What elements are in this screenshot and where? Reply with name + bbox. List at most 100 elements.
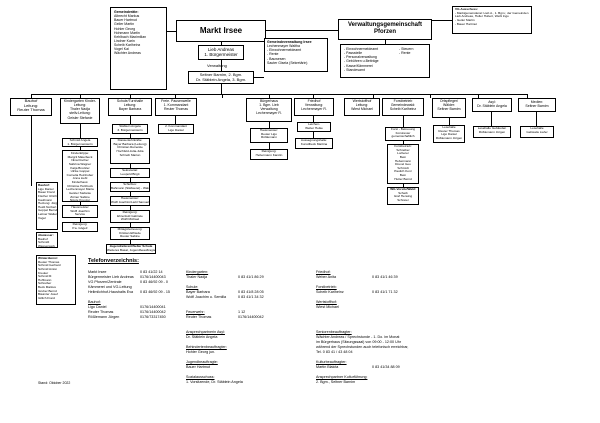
bauhof-staff-0: Ligo Daniel (38, 186, 54, 191)
phone1-number-9: 0176/73317450 (140, 315, 166, 319)
deputy-line-0: Seltner Barnim, 2. Bgm. (199, 72, 243, 77)
abwasser-staff-1: Schmidt (38, 240, 50, 245)
abwasser-box: Abwasser: BauhofSchmidtWasserwerkReuter … (36, 232, 58, 248)
forst-staff-2: Lorberer (397, 151, 409, 156)
gvi-title: Gemeindeverwaltung Irsee (267, 40, 312, 44)
phone3-label-12: Seniorenbeauftragter: (316, 330, 352, 334)
council-member-4: Hohmann Martin (114, 30, 140, 35)
phone2-row-12: Ansprechpartnerin Asyl: (186, 330, 243, 335)
phone2-label-19: Bauer Hartmut (186, 365, 210, 369)
kiga-staff-9: Christine Holzbock (67, 183, 93, 188)
phone1-label-9: Rößlemann Jürgen (88, 315, 120, 319)
forst-sub-box: Forst - Betreuung Forstrevier gemeinscha… (385, 127, 421, 141)
council-member-7: Scheib Karlheinz (114, 43, 141, 47)
forstbetrieb-box: Forstbetrieb Gemeindewald: Scheib Karlhe… (382, 98, 424, 116)
gvi-line-3: - Bauwesen (267, 56, 286, 61)
vg-service-5: - Standesamt (344, 67, 365, 72)
freie-sub-box: 2. Kommandant Ligo Daniel (158, 124, 194, 134)
phone2-row-19: Bauer Hartmut (186, 365, 243, 370)
forst-staff-1: Schreiber (396, 147, 410, 152)
vg-services-box: - Einwohnermeldeamt- Passstelle- Persona… (340, 44, 430, 78)
phone1-label-7: Ligo Daniel (88, 305, 107, 309)
buergerhaus-box: Bürgerhaus 1. Bgm. Lieb Verwaltung Leche… (246, 98, 292, 122)
phone3-label-13: Wächter Andreas / Sprechstunde - 1. Do. … (316, 335, 400, 339)
kiga-staff-5: Ulrike Goppel (70, 169, 90, 174)
phone1-number-2: 0 83 46/92 09 - 0 (140, 280, 168, 284)
mittagsbetreuung-box: Mittagsbetreuung: Kristian Elfriede Reut… (110, 227, 150, 240)
phone3-row-21: Ansprechpartner Kulturführung: (316, 375, 408, 380)
vg-ausschuss-line-0: - Marktgemeinderat: Lieb A., 1. Bgm.; de… (455, 10, 529, 15)
winter-staff-6: Schreiber (38, 281, 52, 286)
bauhof-line-0: Bauhof (24, 98, 38, 103)
phone1-label-0: Markt Irsee (88, 270, 107, 274)
gvi-line-1: - Einwohnermeldeamt (267, 48, 302, 53)
mayor-box: Lieb Andreas 1. Bürgermeister (198, 45, 244, 60)
bauhof-staff-8: Vogel (38, 215, 46, 220)
phone2-label-18: Jugendbeauftragte: (186, 360, 218, 364)
phone3-row-0: Friedhof: (316, 270, 408, 275)
vg-ausschuss-line-3: - Bauer Hartmut (455, 21, 478, 26)
phone1-label-8: Reuter Thomas (88, 310, 114, 314)
mayor-line-1: 1. Bürgermeister (204, 52, 238, 58)
bauhof-staff-3: Kaufmann (38, 197, 53, 202)
phone1-row-3: Kämmerei und VG-Leitung (88, 285, 134, 290)
phone3-row-12: Seniorenbeauftragter: (316, 330, 408, 335)
phone2-label-13: Dr. Stäblein Angela (186, 335, 218, 339)
sekretariat-box: Sekretariat: Leopold Birgit (110, 168, 150, 178)
bauhof-staff-title: Bauhof: (38, 183, 50, 187)
kiga-staff-8: Kinderhaus: (71, 180, 89, 185)
phone3-label-21: Ansprechpartner Kulturführung: (316, 375, 368, 379)
phone2-row-0: Kindergarten: (186, 270, 243, 275)
schule-box: Schule/Turnhalle Leitung: Bayer Barbara (108, 98, 152, 116)
vg-ausschuss-title: VG-Ausschuss: (455, 7, 479, 11)
phone3-number-1: 0 83 41/1 46 39 (372, 275, 398, 279)
buergerhaus-sub2-box: Reinigung: Hebermann Karolin (250, 149, 288, 160)
abwasser-list: BauhofSchmidtWasserwerkReuter ThomasHeld… (38, 237, 56, 247)
freie-box: Freie. Pausenwelle 1. Kommandant Reuter … (155, 98, 197, 116)
kiga-line-2: Thaler Nadja (69, 107, 91, 112)
kiga-staff-12: Zörner Sabine (70, 194, 90, 199)
winter-staff-0: Reuter Thomas (38, 259, 60, 264)
phone2-label-4: Bayer Barbara (186, 290, 210, 294)
kiga-line-4: Geisler Stefanie (67, 115, 93, 120)
winter-staff-1: Schmid Gerhard (38, 263, 61, 268)
kiga-staff-0: Kinderkrippe: (70, 151, 90, 155)
phone2-label-16: Hohler Georg jun. (186, 350, 216, 354)
vg-service2-0: - Steuern (399, 47, 414, 51)
vg-line-0: Verwaltungsgemeinschaft (347, 22, 423, 28)
phone3-label-22: 2. Bgm., Seltner Barnim (316, 380, 356, 384)
bauhof-line-2: Reuter Thomas (17, 107, 45, 113)
vg-services-col2: - Steuern- Rente (399, 47, 413, 55)
vg-ausschuss-line-1: Lieb Andreas, Holler Hubert, Weiß Ingo (455, 14, 509, 19)
abwasser-title: Abwasser: (38, 233, 54, 237)
phone3-row-15: während der Sprechstunden auch telefonis… (316, 345, 408, 350)
schule-sub-box: Stäblein Angela 3. Bürgermeisterin (112, 124, 148, 134)
forst-staff-7: Paulich Konr (394, 169, 412, 174)
phone3-number-4: 0 83 41/1 71 32 (372, 290, 398, 294)
phone2-number-9: 0176/14400042 (238, 315, 264, 319)
phone2-label-9: Reuter Thomas (186, 315, 212, 319)
vg-box: Verwaltungsgemeinschaft Pforzen (338, 19, 432, 40)
friedhof-box: Friedhof Verwaltung: Lechenmayer R. (294, 98, 334, 116)
phone2-label-5: Wolfl Joachim u. Semilla (186, 295, 227, 299)
friedhof-sub1-box: Leichen- Weber Heike (297, 122, 331, 132)
council-member-2: Geiler Martin (114, 22, 135, 27)
kiga-staff-11: Geisler Stefanie (68, 191, 91, 196)
vg-ausschuss-line-2: - Geiler Martin (455, 17, 475, 22)
phone1-number-4: 0 83 46/92 09 - 15 (140, 290, 170, 294)
kiga-staff-13: Nicole Kreuzer (69, 198, 91, 202)
